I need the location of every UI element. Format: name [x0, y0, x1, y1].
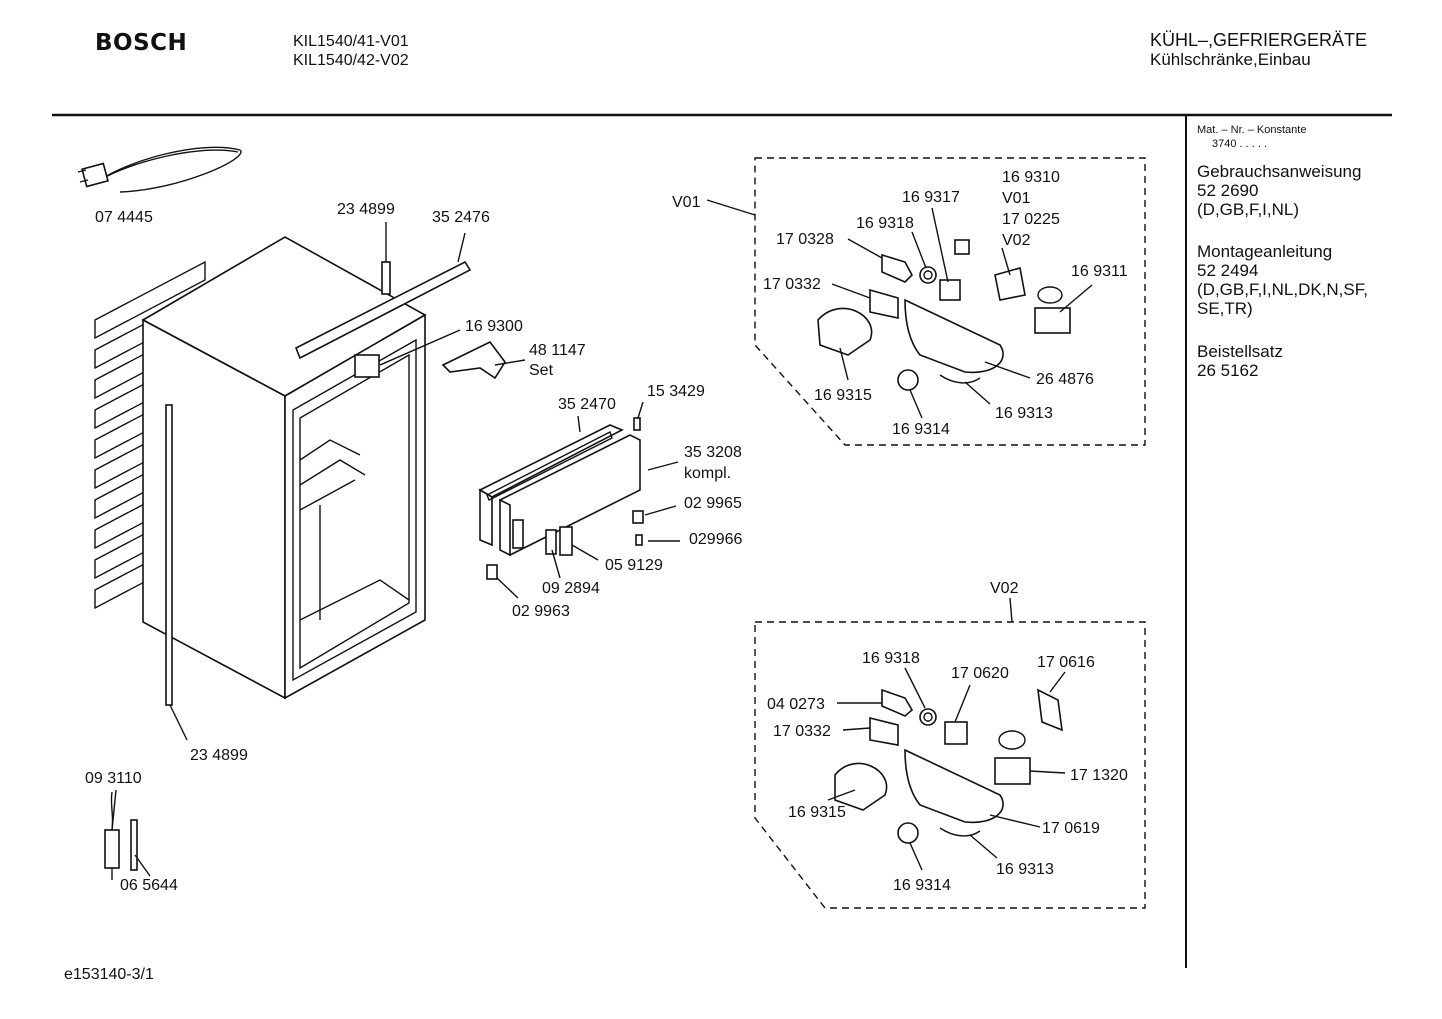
category-subtitle: Kühlschränke,Einbau: [1150, 50, 1311, 69]
v02-label-p4: 04 0273: [767, 696, 825, 713]
v01-label-p7: 26 4876: [1036, 371, 1094, 388]
fridge-cabinet: [141, 236, 427, 706]
v01-label-p2: 16 9317: [902, 189, 960, 206]
power-cord: [77, 146, 242, 193]
leader-lines: [111, 199, 1093, 877]
model-number-1: KIL1540/41-V01: [293, 33, 409, 50]
sidebar-block-manual: Gebrauchsanweisung 52 2690 (D,GB,F,I,NL): [1197, 162, 1361, 219]
v01-label-p1-v02: V02: [1002, 232, 1031, 249]
v02-label-p2: 17 0620: [951, 665, 1009, 682]
v02-label-p8: 17 0619: [1042, 820, 1100, 837]
label-set-part: 48 1147: [529, 342, 586, 359]
label-door: 35 3208: [684, 444, 742, 461]
installation-title: Montageanleitung: [1197, 242, 1333, 261]
v01-lamp-assembly: [817, 239, 1071, 391]
sidebar-block-installation: Montageanleitung 52 2494 (D,GB,F,I,NL,DK…: [1197, 242, 1368, 318]
label-sensor-tube: 06 5644: [120, 877, 178, 894]
v02-label: V02: [990, 580, 1019, 597]
temperature-sensor: [104, 791, 138, 880]
v01-label: V01: [672, 194, 701, 211]
installation-languages-1: (D,GB,F,I,NL,DK,N,SF,: [1197, 280, 1368, 299]
v02-box: [754, 621, 1146, 909]
v01-label-p9: 16 9313: [995, 405, 1053, 422]
label-set: Set: [529, 362, 554, 379]
v02-label-p1: 16 9318: [862, 650, 920, 667]
v01-box: [754, 157, 1146, 446]
accessory-title: Beistellsatz: [1197, 342, 1283, 361]
brand-logo: BOSCH: [95, 30, 188, 56]
constant-label: Mat. – Nr. – Konstante: [1197, 124, 1307, 136]
label-hinge-d: 09 2894: [542, 580, 600, 597]
v01-label-p6: 17 0332: [763, 276, 821, 293]
accessory-number: 26 5162: [1197, 361, 1259, 380]
label-bracket: 16 9300: [465, 318, 523, 335]
label-screw-b: 029966: [689, 531, 742, 548]
v02-label-p5: 17 0332: [773, 723, 831, 740]
label-power-cord: 07 4445: [95, 209, 153, 226]
v01-label-p8: 16 9315: [814, 387, 872, 404]
label-top-rail: 35 2476: [432, 209, 490, 226]
v02-label-p7: 16 9315: [788, 804, 846, 821]
installation-number: 52 2494: [1197, 261, 1259, 280]
v01-label-p3: 16 9318: [856, 215, 914, 232]
category-title: KÜHL–,GEFRIERGERÄTE: [1150, 30, 1368, 50]
label-side-strip: 23 4899: [190, 747, 248, 764]
label-screw-top: 15 3429: [647, 383, 705, 400]
top-rail: [294, 260, 506, 380]
v01-label-p1: 16 9310: [1002, 169, 1060, 186]
v02-label-p3: 17 0616: [1037, 654, 1095, 671]
v01-label-p4: 17 0328: [776, 231, 834, 248]
v01-label-p5: 16 9311: [1071, 263, 1128, 280]
sidebar-block-accessory: Beistellsatz 26 5162: [1197, 342, 1283, 380]
drawing-code: e153140-3/1: [64, 966, 154, 983]
label-clip-e: 02 9963: [512, 603, 570, 620]
v01-label-p1-alt: 17 0225: [1002, 211, 1060, 228]
v02-label-p9: 16 9313: [996, 861, 1054, 878]
label-hinge-c: 05 9129: [605, 557, 663, 574]
v02-label-p10: 16 9314: [893, 877, 951, 894]
label-clip-a: 02 9965: [684, 495, 742, 512]
installation-languages-2: SE,TR): [1197, 299, 1253, 318]
model-number-2: KIL1540/42-V02: [293, 52, 409, 69]
v02-lamp-assembly: [834, 688, 1063, 844]
v02-label-p6: 17 1320: [1070, 767, 1128, 784]
manual-title: Gebrauchsanweisung: [1197, 162, 1362, 181]
manual-languages: (D,GB,F,I,NL): [1197, 200, 1300, 219]
manual-number: 52 2690: [1197, 181, 1259, 200]
label-sensor: 09 3110: [85, 770, 142, 787]
door-assembly: [478, 417, 644, 580]
v01-label-p10: 16 9314: [892, 421, 950, 438]
label-door-suffix: kompl.: [684, 465, 731, 482]
constant-value: 3740 . . . . .: [1212, 138, 1268, 150]
label-hinge-rail: 23 4899: [337, 201, 395, 218]
v01-label-p1-v01: V01: [1002, 190, 1031, 207]
label-door-seal: 35 2470: [558, 396, 616, 413]
